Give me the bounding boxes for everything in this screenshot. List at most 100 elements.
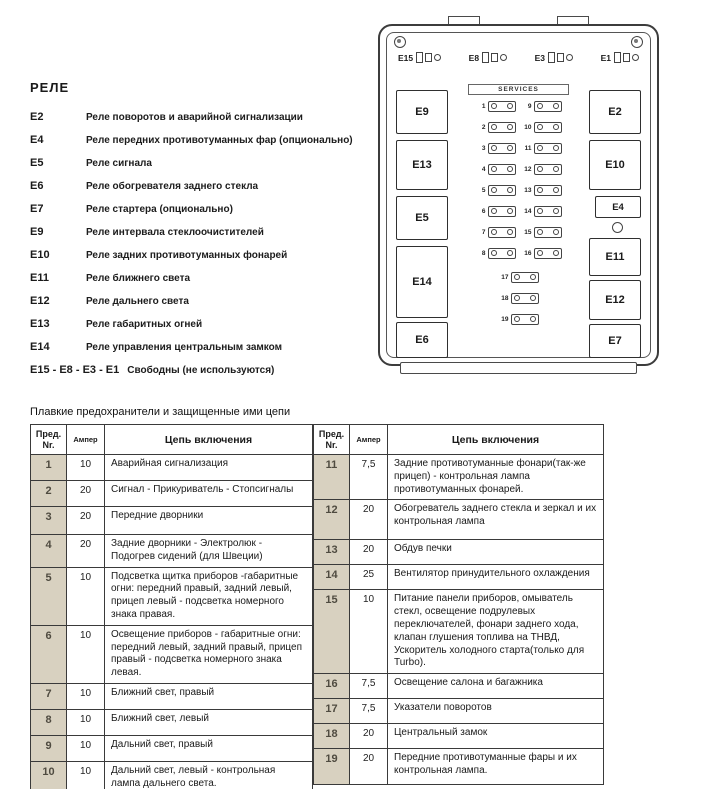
relay-legend-item: E13 Реле габаритных огней (30, 318, 365, 330)
fuse-number-cell: 6 (30, 624, 67, 684)
fuse-amps-cell: 10 (66, 760, 105, 789)
fuse-number-cell: 12 (313, 499, 350, 541)
fuse-amps-cell: 7,5 (349, 673, 388, 700)
fuse-amps-cell: 10 (349, 589, 388, 675)
fuse-circuit-cell: Указатели поворотов (387, 698, 604, 725)
relay-legend-item: E14 Реле управления центральным замком (30, 341, 365, 353)
connector-row: E15 E8 E3 E1 (398, 52, 639, 63)
fuse-icon (510, 292, 539, 304)
fuse-number: 7 (481, 228, 486, 236)
fuse-icon (533, 247, 562, 259)
fuse-number: 19 (501, 315, 509, 323)
connector-E15: E15 (398, 52, 442, 63)
fuse-icon (533, 163, 562, 175)
fuse-row: 4 20 Задние дворники - Электролюк - Подо… (30, 534, 313, 568)
relay-legend-item: E5 Реле сигнала (30, 157, 365, 169)
fuse-number: 3 (481, 144, 486, 152)
connector-pin-icon (425, 53, 433, 62)
fuse-17: 17 (499, 271, 539, 283)
relay-description: Реле сигнала (86, 158, 152, 169)
fuse-icon (510, 313, 539, 325)
relay-legend-item: E10 Реле задних противотуманных фонарей (30, 249, 365, 261)
fuse-number: 2 (481, 123, 486, 131)
fuse-icon (487, 163, 516, 175)
fuse-row: 17 7,5 Указатели поворотов (313, 698, 604, 725)
relay-description: Реле поворотов и аварийной сигнализации (86, 112, 303, 123)
diagram-relay-E12: E12 (589, 280, 641, 320)
diagram-relay-E14: E14 (396, 246, 448, 318)
diagram-relay-E4: E4 (595, 196, 641, 218)
header-circuit: Цепь включения (104, 424, 313, 455)
relay-legend-item: E4 Реле передних противотуманных фар (оп… (30, 134, 365, 146)
relay-code: E9 (30, 226, 44, 238)
fuse-amps-cell: 10 (66, 708, 105, 736)
diagram-relay-E6: E6 (396, 322, 448, 358)
connector-pin-icon (491, 53, 499, 62)
relay-legend-item: E2 Реле поворотов и аварийной сигнализац… (30, 111, 365, 123)
fuse-icon (533, 100, 562, 112)
fuse-circuit-cell: Сигнал - Прикуриватель - Стопсигналы (104, 480, 313, 507)
fuse-number: 17 (501, 273, 509, 281)
fuse-amps-cell: 7,5 (349, 453, 388, 501)
fuse-circuit-cell: Передние противотуманные фары и их контр… (387, 748, 604, 786)
fuse-number-cell: 14 (313, 564, 350, 591)
fuse-14: 14 (522, 205, 562, 217)
connector-pin-icon (482, 52, 490, 63)
fuse-circuit-cell: Дальний свет, левый - контрольная лампа … (104, 760, 313, 789)
relay-description: Реле задних противотуманных фонарей (86, 250, 288, 261)
relay-code: E7 (30, 203, 44, 215)
fuse-row: 13 20 Обдув печки (313, 539, 604, 566)
fuse-number: 4 (481, 165, 486, 173)
fuse-number: 15 (524, 228, 532, 236)
fuse-circuit-cell: Ближний свет, правый (104, 682, 313, 710)
fuse-amps-cell: 20 (349, 539, 388, 566)
table-header-row: Пред. Nr. Ампер Цепь включения (313, 424, 604, 455)
fuse-circuit-cell: Аварийная сигнализация (104, 454, 313, 481)
fuse-icon (510, 271, 539, 283)
diagram-relay-E10: E10 (589, 140, 641, 190)
fuse-icon (487, 100, 516, 112)
fuse-amps-cell: 20 (349, 748, 388, 786)
fuse-table-left: Пред. Nr. Ампер Цепь включения 1 10 Авар… (30, 424, 313, 789)
fuse-icon (533, 226, 562, 238)
fuse-icon (487, 142, 516, 154)
fuse-icon (487, 226, 516, 238)
fuse-strip: SERVICES 1 2 3 4 5 6 7 8 9 10 11 12 (458, 84, 579, 325)
relay-box-label: E13 (412, 159, 432, 171)
relay-description: Реле дальнего света (86, 296, 189, 307)
relay-box-label: E5 (415, 212, 429, 224)
fuse-5: 5 (476, 184, 516, 196)
connector-pin-icon (622, 53, 630, 62)
fuse-circuit-cell: Обдув печки (387, 539, 604, 566)
fuse-row: 15 10 Питание панели приборов, омыватель… (313, 589, 604, 675)
fuse-16: 16 (522, 247, 562, 259)
relay-box-label: E9 (415, 106, 429, 118)
fuse-number-cell: 9 (30, 734, 67, 762)
fuse-circuit-cell: Вентилятор принудительного охлаждения (387, 564, 604, 591)
fuse-12: 12 (522, 163, 562, 175)
relay-legend-item: E6 Реле обогревателя заднего стекла (30, 180, 365, 192)
relay-code: E13 (30, 318, 50, 330)
connector-E3: E3 (535, 52, 574, 63)
fuse-circuit-cell: Центральный замок (387, 723, 604, 750)
fuse-amps-cell: 20 (66, 506, 105, 535)
fuse-circuit-cell: Задние противотуманные фонари(так-же при… (387, 453, 604, 501)
relay-code: E6 (30, 180, 44, 192)
table-header-row: Пред. Nr. Ампер Цепь включения (30, 424, 313, 455)
fuse-number: 9 (527, 102, 532, 110)
fuse-amps-cell: 10 (66, 454, 105, 481)
fuse-row: 7 10 Ближний свет, правый (30, 682, 313, 710)
diagram-relay-E2: E2 (589, 90, 641, 134)
fuse-row: 12 20 Обогреватель заднего стекла и зерк… (313, 499, 604, 541)
fuse-row: 1 10 Аварийная сигнализация (30, 454, 313, 481)
fuse-number: 18 (501, 294, 509, 302)
fuse-amps-cell: 20 (349, 723, 388, 750)
fuse-18: 18 (499, 292, 539, 304)
fuse-column-b: 9 10 11 12 13 14 15 16 (522, 100, 562, 259)
fuse-4: 4 (476, 163, 516, 175)
fuse-6: 6 (476, 205, 516, 217)
connector-E1: E1 (601, 52, 639, 63)
fuse-15: 15 (522, 226, 562, 238)
fuse-number-cell: 3 (30, 506, 67, 535)
relay-box-label: E4 (612, 201, 624, 213)
